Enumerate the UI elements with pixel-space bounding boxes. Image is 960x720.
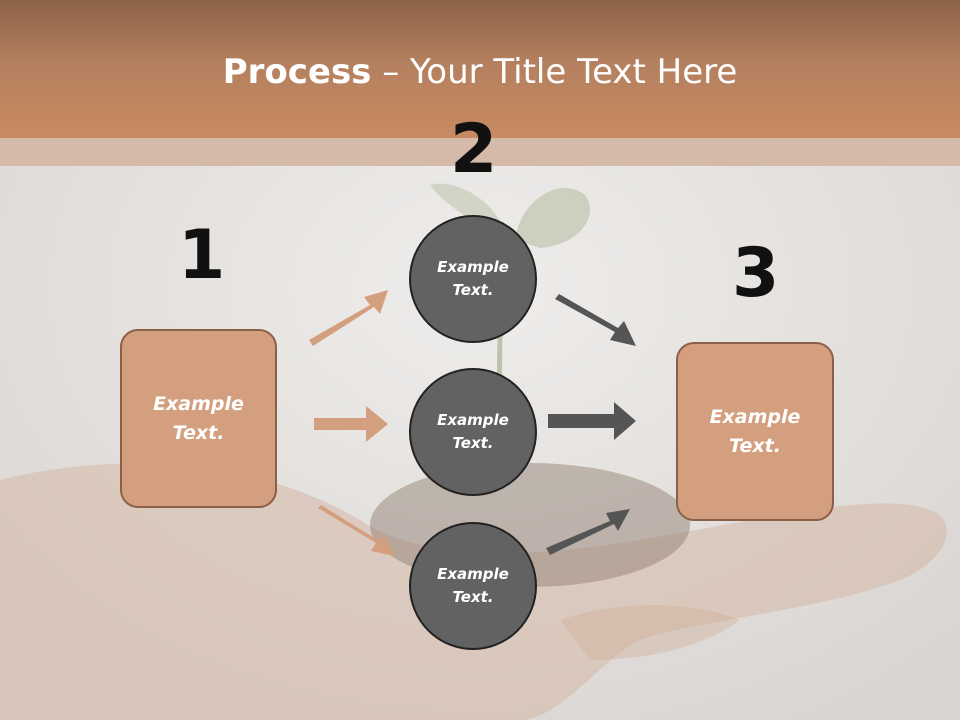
step-2-circle-bottom[interactable]: Example Text. bbox=[409, 522, 537, 650]
step-2-circle-top[interactable]: Example Text. bbox=[409, 215, 537, 343]
sprout-leaf bbox=[515, 187, 590, 248]
step-number-3: 3 bbox=[732, 234, 780, 313]
circle-top-line2: Text. bbox=[452, 281, 494, 299]
header-bar bbox=[0, 0, 960, 138]
arrow-down-right bbox=[318, 505, 395, 556]
circle-top-line1: Example bbox=[437, 258, 509, 276]
arrow-right-dark bbox=[548, 402, 636, 440]
step-1-box[interactable]: Example Text. bbox=[120, 329, 277, 508]
circle-bottom-line1: Example bbox=[437, 565, 509, 583]
arrow-down-right-dark bbox=[555, 294, 636, 346]
step-1-line2: Text. bbox=[172, 421, 225, 444]
step-number-2: 2 bbox=[450, 110, 498, 189]
page-title: Process – Your Title Text Here bbox=[0, 52, 960, 92]
header-strip bbox=[0, 138, 960, 166]
arrow-right-middle bbox=[314, 406, 388, 442]
step-1-line1: Example bbox=[153, 392, 244, 415]
step-3-line1: Example bbox=[709, 405, 801, 428]
step-3-box[interactable]: Example Text. bbox=[676, 342, 834, 521]
circle-middle-line1: Example bbox=[437, 411, 509, 429]
step-2-circle-middle[interactable]: Example Text. bbox=[409, 368, 537, 496]
circle-bottom-line2: Text. bbox=[452, 588, 494, 606]
title-rest: – Your Title Text Here bbox=[371, 52, 738, 92]
arrow-up-right-dark bbox=[546, 509, 630, 555]
step-number-1: 1 bbox=[178, 216, 226, 295]
step-3-line2: Text. bbox=[729, 434, 781, 457]
arrow-up-right bbox=[309, 290, 388, 346]
circle-middle-line2: Text. bbox=[452, 434, 494, 452]
title-bold: Process bbox=[222, 52, 372, 92]
